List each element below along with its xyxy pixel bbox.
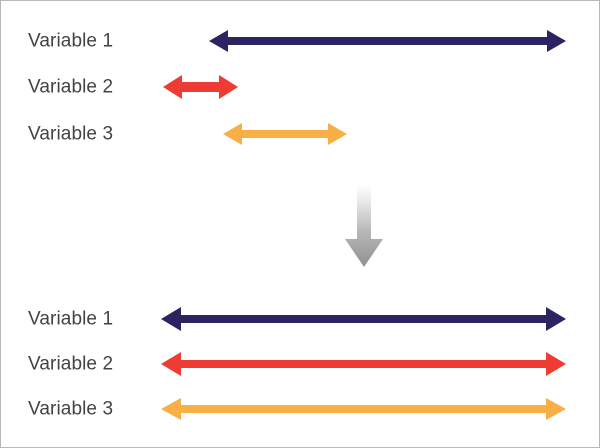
down-arrow-icon	[345, 185, 383, 267]
top-variable-3-label: Variable 3	[28, 123, 114, 145]
top-variable-2-label: Variable 2	[28, 76, 114, 98]
top-variable-3-arrow	[223, 123, 347, 145]
top-variable-2-arrow	[163, 75, 238, 99]
top-variable-1-label: Variable 1	[28, 30, 114, 52]
top-variable-1-arrow	[209, 30, 566, 52]
bottom-variable-2-arrow	[161, 352, 566, 376]
bottom-variable-2-label: Variable 2	[28, 353, 114, 375]
bottom-variable-3-arrow	[161, 398, 566, 420]
bottom-variable-3-label: Variable 3	[28, 398, 114, 420]
bottom-variable-1-arrow	[161, 307, 566, 331]
bottom-variable-1-label: Variable 1	[28, 308, 114, 330]
